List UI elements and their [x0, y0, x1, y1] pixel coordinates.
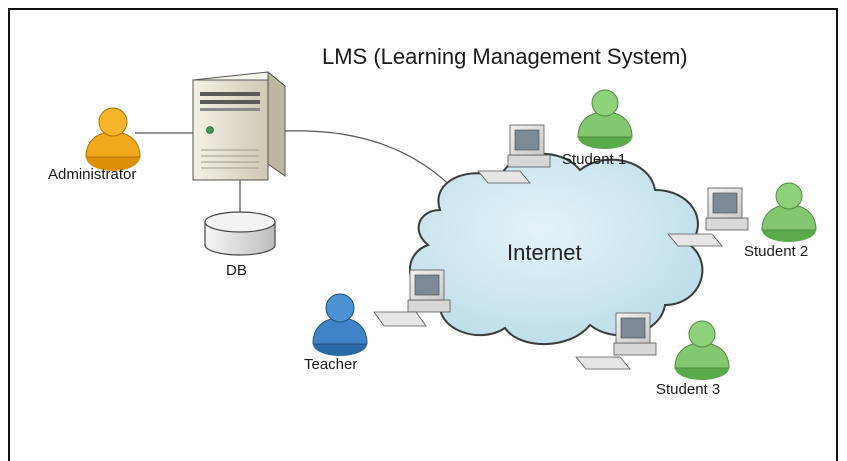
database-label: DB: [226, 262, 247, 279]
database-icon: [204, 211, 276, 256]
student2-computer-icon: [667, 187, 749, 247]
frame-border-top: [8, 8, 838, 10]
student1-person-icon: [577, 89, 633, 149]
student3-label: Student 3: [656, 381, 721, 398]
student2-label: Student 2: [744, 243, 809, 260]
student1-computer-icon: [477, 124, 551, 184]
student1-label: Student 1: [562, 151, 627, 168]
student3-person-icon: [674, 320, 730, 380]
frame-border-left: [8, 8, 10, 461]
internet-label: Internet: [507, 240, 582, 265]
student2-person-icon: [761, 182, 817, 242]
administrator-person-icon: [85, 107, 141, 171]
student3-computer-icon: [575, 312, 657, 370]
server-tower-icon: [191, 70, 287, 181]
frame-border-right: [836, 8, 838, 461]
connectors: [135, 130, 463, 215]
server-internet-link: [282, 130, 463, 199]
teacher-person-icon: [312, 293, 368, 356]
diagram-title: LMS (Learning Management System): [322, 44, 688, 69]
teacher-label: Teacher: [304, 356, 358, 373]
teacher-computer-icon: [373, 269, 451, 327]
administrator-label: Administrator: [48, 166, 137, 183]
